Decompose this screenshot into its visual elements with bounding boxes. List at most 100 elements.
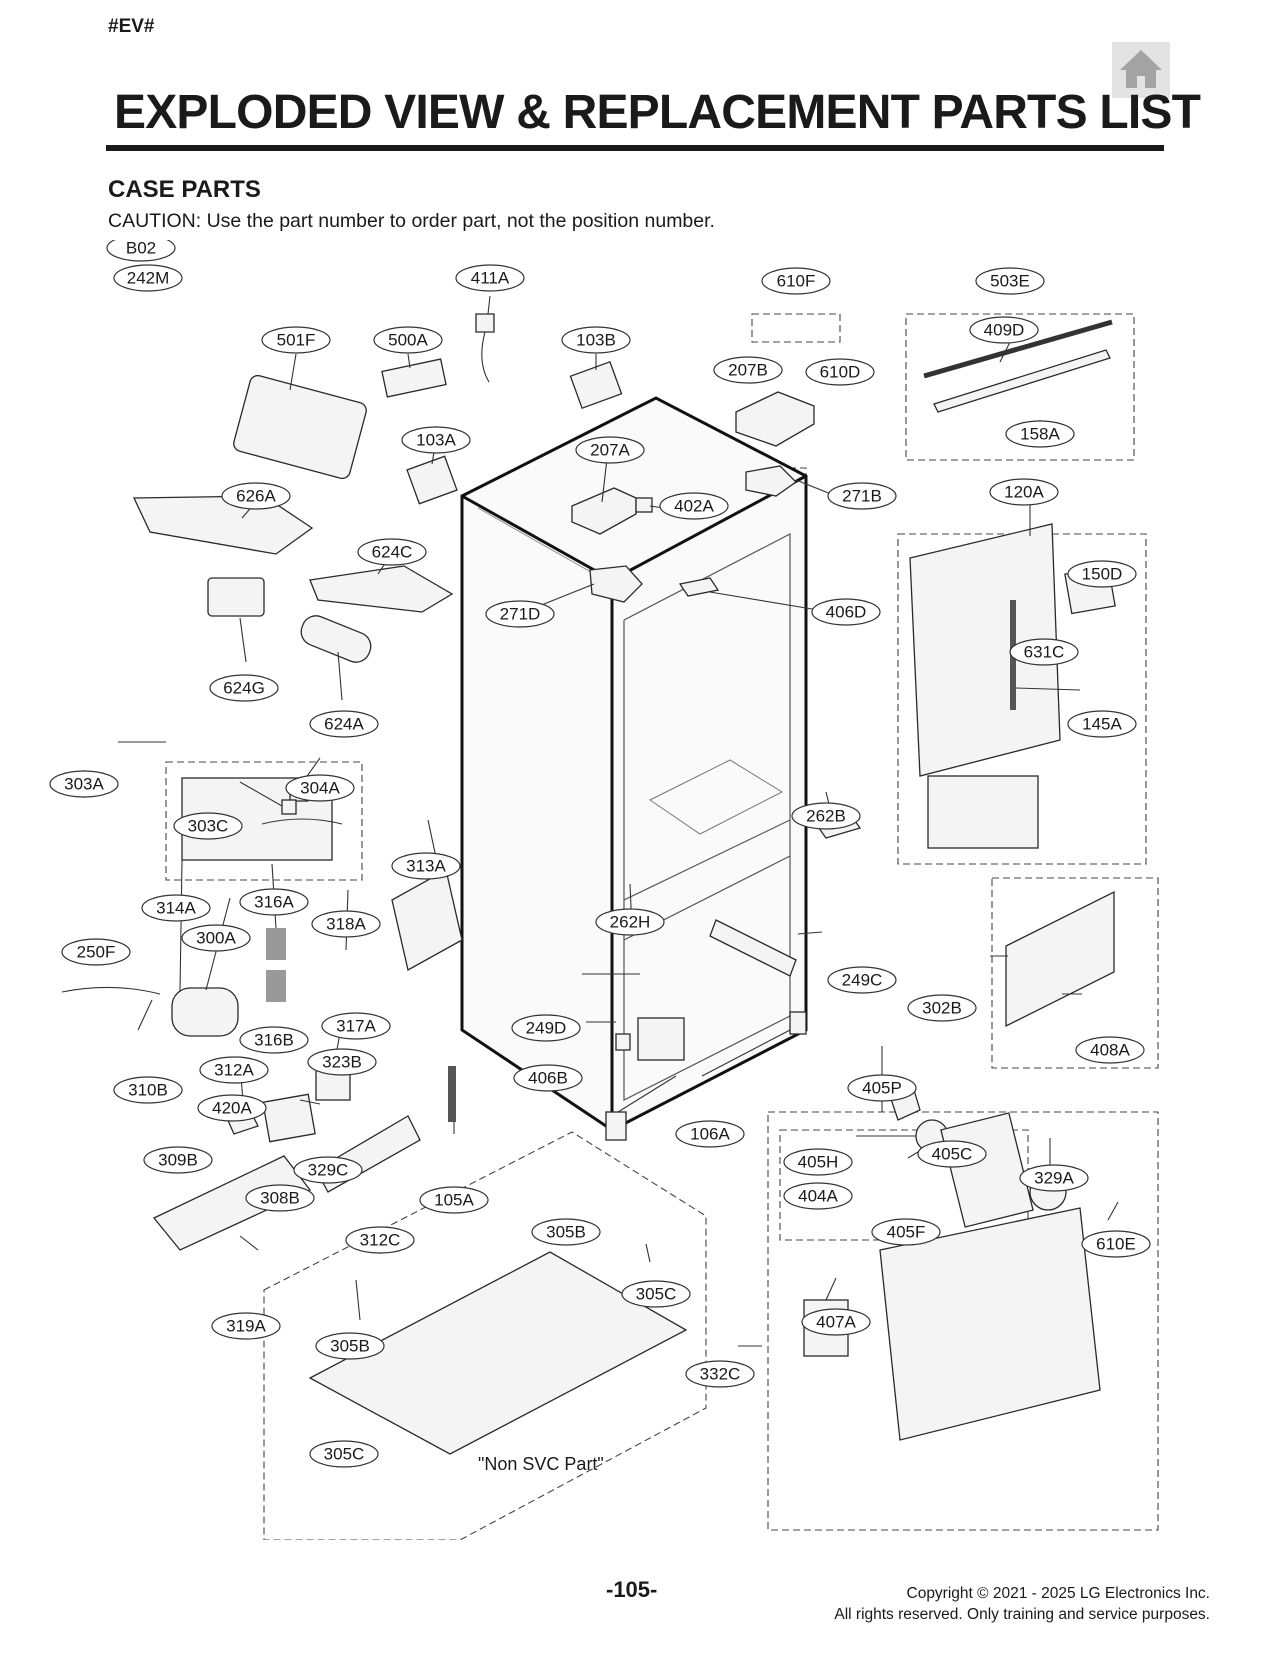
rights-line: All rights reserved. Only training and s… bbox=[834, 1606, 1210, 1623]
svg-text:317A: 317A bbox=[336, 1017, 376, 1036]
copyright-line: Copyright © 2021 - 2025 LG Electronics I… bbox=[906, 1585, 1211, 1602]
callout-300A: 300A bbox=[181, 924, 251, 952]
part-207A-hinge-cover bbox=[571, 487, 637, 535]
callout-271D: 271D bbox=[485, 600, 555, 628]
callout-407A: 407A bbox=[801, 1308, 871, 1336]
svg-text:318A: 318A bbox=[326, 915, 366, 934]
callout-332C: 332C bbox=[685, 1360, 755, 1388]
part-120A-evaporator-cover bbox=[909, 523, 1061, 777]
svg-text:207A: 207A bbox=[590, 441, 630, 460]
group-box-302B bbox=[991, 877, 1159, 1069]
callout-316B: 316B bbox=[239, 1026, 309, 1054]
callout-262H: 262H bbox=[595, 908, 665, 936]
callout-310B: 310B bbox=[113, 1076, 183, 1104]
part-106A-leveler-rear bbox=[789, 1011, 807, 1035]
svg-text:262B: 262B bbox=[806, 807, 846, 826]
svg-text:302B: 302B bbox=[922, 999, 962, 1018]
part-105A-tube bbox=[448, 1066, 456, 1122]
svg-text:314A: 314A bbox=[156, 899, 196, 918]
callout-303A: 303A bbox=[49, 770, 119, 798]
part-302B-condenser bbox=[1005, 890, 1115, 1028]
svg-text:103A: 103A bbox=[416, 431, 456, 450]
svg-text:610D: 610D bbox=[820, 363, 861, 382]
svg-text:305C: 305C bbox=[636, 1285, 677, 1304]
callout-500A: 500A bbox=[373, 326, 443, 354]
callout-317A: 317A bbox=[321, 1012, 391, 1040]
svg-text:250F: 250F bbox=[77, 943, 116, 962]
svg-text:242M: 242M bbox=[127, 269, 170, 288]
part-300A-compressor bbox=[171, 987, 239, 1037]
callout-B02: B02 bbox=[106, 240, 176, 262]
svg-text:631C: 631C bbox=[1024, 643, 1065, 662]
part-308B-fan-motor bbox=[262, 1093, 316, 1143]
callout-103B: 103B bbox=[561, 326, 631, 354]
svg-text:405P: 405P bbox=[862, 1079, 902, 1098]
svg-text:262H: 262H bbox=[610, 913, 651, 932]
part-405F-shroud bbox=[940, 1112, 1034, 1228]
callout-103A: 103A bbox=[401, 426, 471, 454]
group-box-base-plate bbox=[263, 1131, 707, 1540]
callout-319A: 319A bbox=[211, 1312, 281, 1340]
part-103B-bracket bbox=[569, 361, 623, 409]
document-code: #EV# bbox=[108, 16, 155, 37]
callout-249D: 249D bbox=[511, 1014, 581, 1042]
svg-text:610E: 610E bbox=[1096, 1235, 1136, 1254]
svg-text:626A: 626A bbox=[236, 487, 276, 506]
part-207B-hinge-cover bbox=[735, 391, 815, 447]
svg-text:207B: 207B bbox=[728, 361, 768, 380]
svg-text:406B: 406B bbox=[528, 1069, 568, 1088]
part-120A-duct bbox=[927, 775, 1039, 849]
svg-text:329A: 329A bbox=[1034, 1169, 1074, 1188]
svg-text:405F: 405F bbox=[887, 1223, 926, 1242]
callout-626A: 626A bbox=[221, 482, 291, 510]
callout-405P: 405P bbox=[847, 1074, 917, 1102]
callout-405F: 405F bbox=[871, 1218, 941, 1246]
svg-text:610F: 610F bbox=[777, 272, 816, 291]
svg-text:501F: 501F bbox=[277, 331, 316, 350]
group-box-303A bbox=[165, 761, 363, 881]
callout-420A: 420A bbox=[197, 1094, 267, 1122]
callout-242M: 242M bbox=[113, 264, 183, 292]
svg-text:120A: 120A bbox=[1004, 483, 1044, 502]
svg-text:309B: 309B bbox=[158, 1151, 198, 1170]
part-624A-filter bbox=[300, 615, 372, 663]
non-svc-part-note: "Non SVC Part" bbox=[478, 1454, 604, 1474]
svg-text:249D: 249D bbox=[526, 1019, 567, 1038]
svg-text:103B: 103B bbox=[576, 331, 616, 350]
caution-note: CAUTION: Use the part number to order pa… bbox=[108, 210, 715, 232]
callout-503E: 503E bbox=[975, 267, 1045, 295]
svg-text:305B: 305B bbox=[330, 1337, 370, 1356]
part-313A-bracket bbox=[391, 869, 463, 971]
part-249C-rail bbox=[709, 919, 797, 977]
svg-text:304A: 304A bbox=[300, 779, 340, 798]
exploded-view-diagram: B02 242M 411A 610F 503E 501F 500A 103B 4… bbox=[49, 240, 1159, 1540]
callout-302B: 302B bbox=[907, 994, 977, 1022]
svg-text:408A: 408A bbox=[1090, 1041, 1130, 1060]
title-divider bbox=[106, 145, 1164, 151]
svg-text:150D: 150D bbox=[1082, 565, 1123, 584]
part-303C bbox=[281, 799, 297, 815]
callout-158A: 158A bbox=[1005, 420, 1075, 448]
svg-text:411A: 411A bbox=[471, 269, 510, 288]
svg-text:249C: 249C bbox=[842, 971, 883, 990]
callout-106A: 106A bbox=[675, 1120, 745, 1148]
svg-text:409D: 409D bbox=[984, 321, 1025, 340]
callout-316A: 316A bbox=[239, 888, 309, 916]
part-249D-bracket bbox=[637, 1017, 685, 1061]
part-316B-damper bbox=[266, 970, 286, 1002]
callout-120A: 120A bbox=[989, 478, 1059, 506]
svg-text:407A: 407A bbox=[816, 1313, 856, 1332]
svg-text:329C: 329C bbox=[308, 1161, 349, 1180]
callout-404A: 404A bbox=[783, 1182, 853, 1210]
callout-405C: 405C bbox=[917, 1140, 987, 1168]
svg-text:420A: 420A bbox=[212, 1099, 252, 1118]
callout-304A: 304A bbox=[285, 774, 355, 802]
home-icon bbox=[1120, 50, 1162, 88]
callout-406B: 406B bbox=[513, 1064, 583, 1092]
svg-text:106A: 106A bbox=[690, 1125, 730, 1144]
part-406D bbox=[678, 577, 720, 597]
callout-305B-top: 305B bbox=[531, 1218, 601, 1246]
part-406B bbox=[615, 1033, 631, 1051]
home-button[interactable] bbox=[1112, 42, 1170, 98]
svg-text:271B: 271B bbox=[842, 487, 882, 506]
